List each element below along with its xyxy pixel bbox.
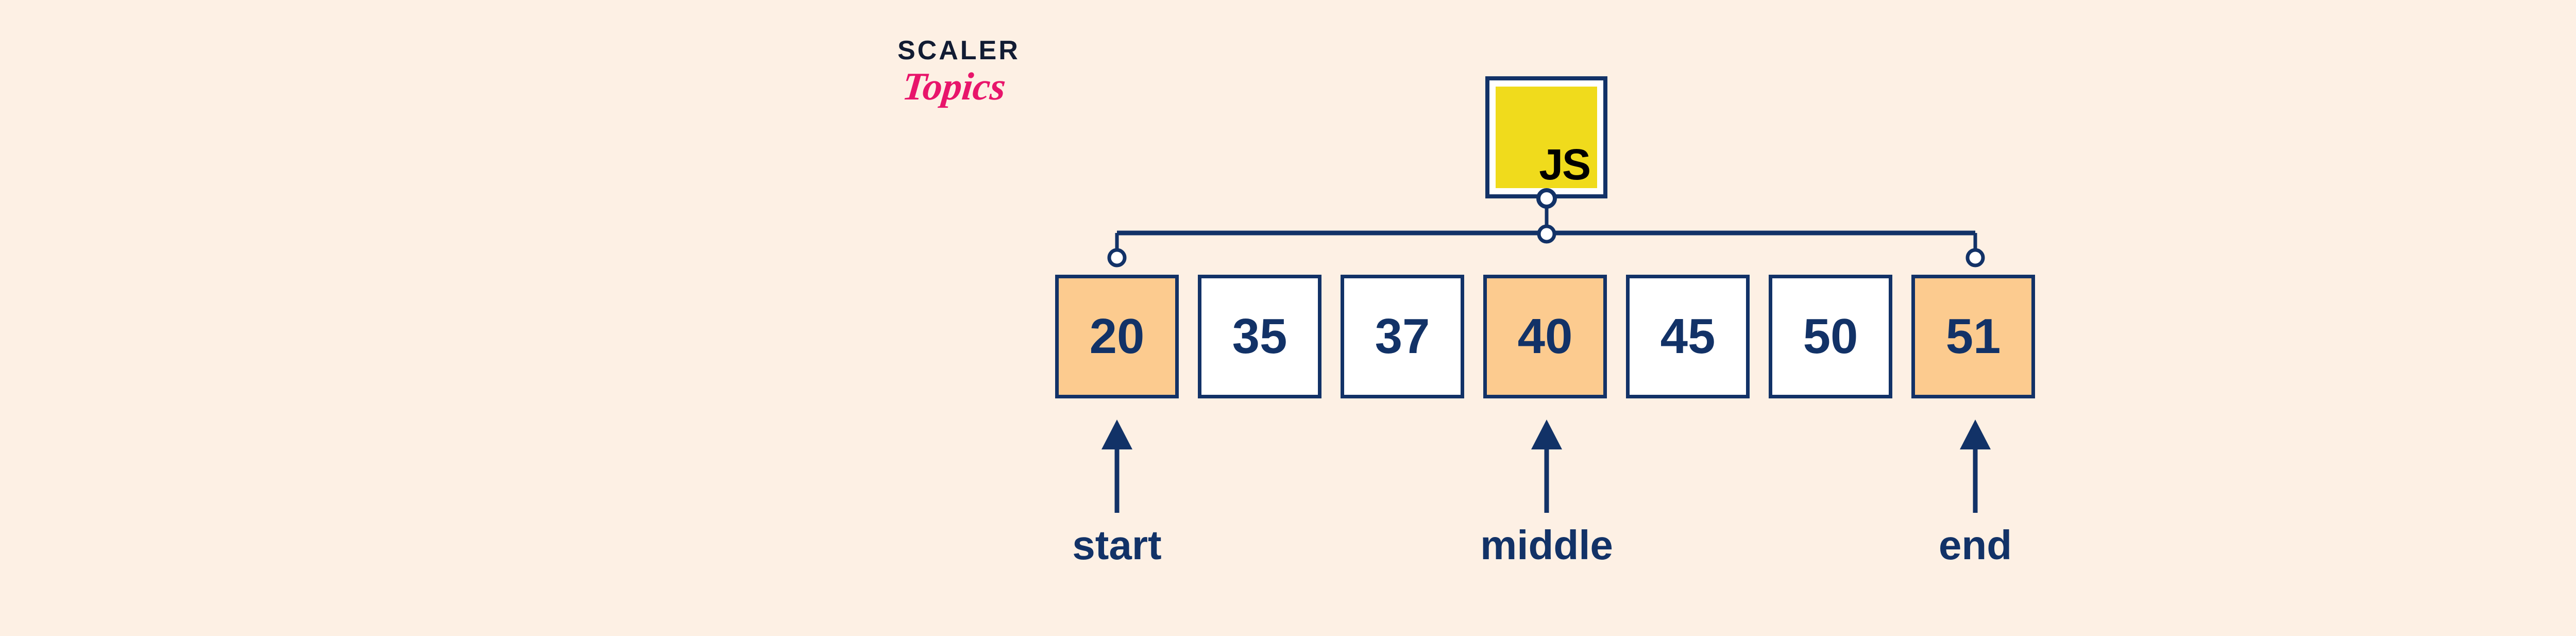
js-badge: JS — [1485, 76, 1607, 198]
scaler-topics-logo: SCALER Topics — [897, 37, 1052, 140]
pointer-arrow-end — [1960, 420, 1991, 513]
array-cell[interactable]: 45 — [1626, 275, 1750, 398]
connector-node-end — [1965, 248, 1985, 267]
array-cell[interactable]: 37 — [1341, 275, 1464, 398]
connector-node-middle — [1537, 224, 1556, 244]
array-cell[interactable]: 35 — [1198, 275, 1321, 398]
array-cell[interactable]: 51 — [1911, 275, 2035, 398]
pointer-label-middle: middle — [1480, 522, 1613, 568]
pointer-arrow-middle — [1531, 420, 1562, 513]
pointer-label-end: end — [1938, 522, 2012, 568]
js-badge-label: JS — [1539, 140, 1591, 189]
array-cell[interactable]: 50 — [1769, 275, 1892, 398]
pointer-arrow-start — [1101, 420, 1132, 513]
logo-scaler-wordmark: SCALER — [897, 36, 1020, 65]
pointer-label-start: start — [1072, 522, 1162, 568]
logo-topics-wordmark: Topics — [900, 65, 1008, 108]
array-row: 20 35 37 40 45 50 51 — [1055, 275, 2035, 398]
array-cell[interactable]: 40 — [1483, 275, 1607, 398]
connector-node-start — [1107, 248, 1127, 267]
array-cell[interactable]: 20 — [1055, 275, 1179, 398]
js-badge-inner: JS — [1496, 87, 1597, 188]
